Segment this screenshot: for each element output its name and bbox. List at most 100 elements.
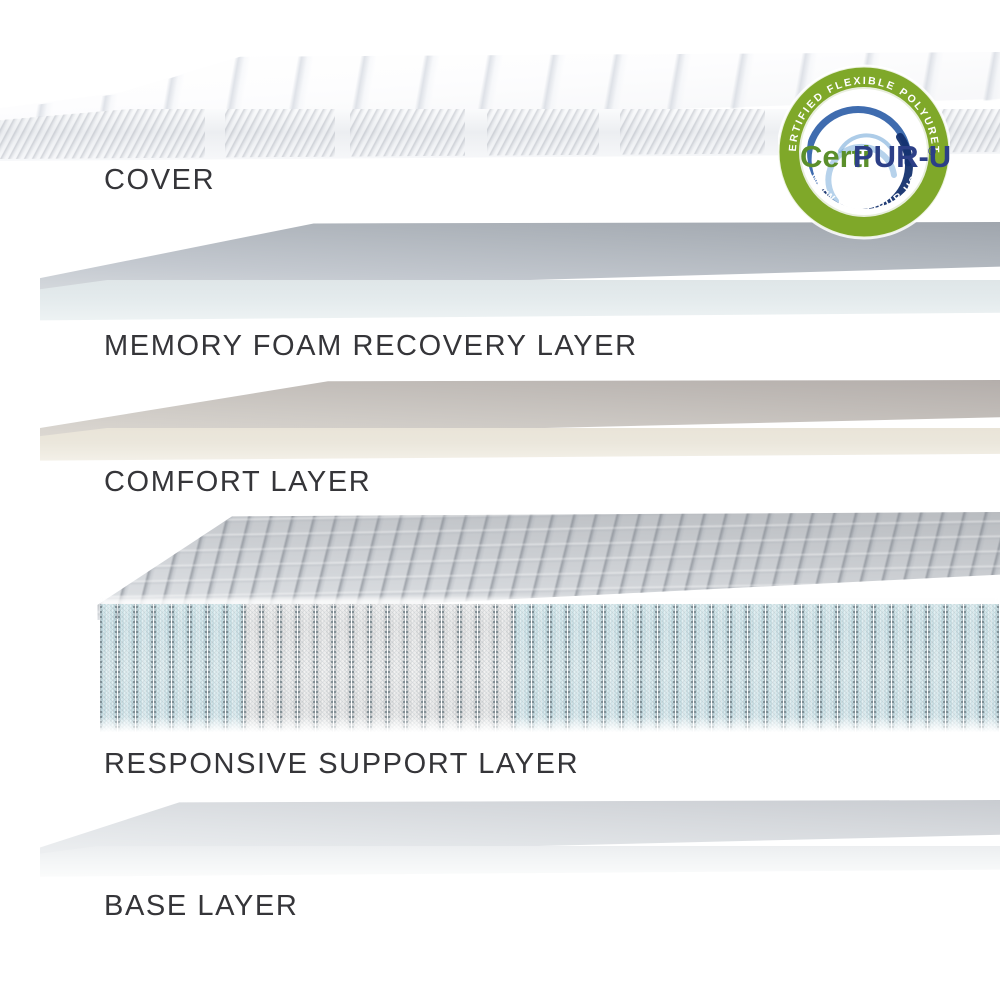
pocket-coil-edge-support	[910, 604, 927, 732]
pocket-coil-edge-support	[964, 604, 981, 732]
coil-mesh-texture	[334, 604, 351, 732]
coil-mesh-texture	[388, 604, 405, 732]
layer-label-responsive-support: RESPONSIVE SUPPORT LAYER	[104, 748, 580, 780]
coil-mesh-texture	[784, 604, 801, 732]
pocket-coil-center	[424, 604, 441, 732]
coil-seam-right	[997, 606, 999, 730]
coil-shading	[658, 604, 675, 732]
coil-mesh-texture	[208, 604, 225, 732]
coil-seam-left	[244, 606, 246, 730]
coil-seam-left	[622, 606, 624, 730]
coil-seam-right	[853, 606, 855, 730]
pocket-coil-edge-support	[694, 604, 711, 732]
pocket-coil-edge-support	[532, 604, 549, 732]
coil-seam-left	[100, 606, 102, 730]
coil-mesh-texture	[748, 604, 765, 732]
coil-shading	[478, 604, 495, 732]
pocket-coil-center	[316, 604, 333, 732]
coil-seam-right	[781, 606, 783, 730]
pocket-coil-edge-support	[820, 604, 837, 732]
coil-seam-left	[262, 606, 264, 730]
layer-label-memory-foam-recovery: MEMORY FOAM RECOVERY LAYER	[104, 330, 638, 362]
coil-seam-left	[802, 606, 804, 730]
coil-seam-right	[727, 606, 729, 730]
coil-shading	[280, 604, 297, 732]
coil-mesh-texture	[640, 604, 657, 732]
pocket-coil-center	[442, 604, 459, 732]
coil-seam-right	[169, 606, 171, 730]
coil-mesh-texture	[442, 604, 459, 732]
coil-seam-right	[565, 606, 567, 730]
coil-shading	[352, 604, 369, 732]
badge-registered-mark: ®	[928, 146, 936, 158]
coil-seam-left	[424, 606, 426, 730]
coil-seam-right	[907, 606, 909, 730]
pocket-coil-edge-support	[190, 604, 207, 732]
coil-seam-left	[172, 606, 174, 730]
coil-seam-right	[691, 606, 693, 730]
coil-seam-left	[568, 606, 570, 730]
cover-quilt-panel	[0, 109, 205, 159]
pocket-coil-edge-support	[568, 604, 585, 732]
coil-seam-right	[385, 606, 387, 730]
coil-seam-right	[979, 606, 981, 730]
coil-mesh-texture	[100, 604, 117, 732]
coil-mesh-texture	[946, 604, 963, 732]
pocket-coil-edge-support	[928, 604, 945, 732]
coil-shading	[442, 604, 459, 732]
coil-seam-left	[856, 606, 858, 730]
coil-mesh-texture	[424, 604, 441, 732]
coil-seam-left	[226, 606, 228, 730]
coil-seam-left	[478, 606, 480, 730]
layer-comfort-illustration	[40, 380, 1000, 462]
pocket-coil-center	[496, 604, 513, 732]
badge-wordmark-purus: PUR-US	[853, 139, 950, 174]
coil-seam-right	[349, 606, 351, 730]
coil-seam-left	[694, 606, 696, 730]
pocket-coil-edge-support	[118, 604, 135, 732]
coil-mesh-texture	[352, 604, 369, 732]
coil-shading	[496, 604, 513, 732]
pocket-coil-center	[352, 604, 369, 732]
coil-shading	[748, 604, 765, 732]
coil-shading	[388, 604, 405, 732]
pocket-coil-edge-support	[604, 604, 621, 732]
coil-shading	[766, 604, 783, 732]
coil-shading	[820, 604, 837, 732]
pocket-coil-center	[244, 604, 261, 732]
pocket-coil-edge-support	[100, 604, 117, 732]
coil-seam-left	[658, 606, 660, 730]
coil-seam-left	[316, 606, 318, 730]
pocket-coil-center	[478, 604, 495, 732]
pocket-coil-edge-support	[712, 604, 729, 732]
pocket-coil-edge-support	[766, 604, 783, 732]
coil-mesh-texture	[226, 604, 243, 732]
coil-mesh-texture	[694, 604, 711, 732]
coil-seam-right	[799, 606, 801, 730]
coil-shading	[424, 604, 441, 732]
pocket-coil-center	[406, 604, 423, 732]
coil-seam-right	[673, 606, 675, 730]
coil-seam-right	[709, 606, 711, 730]
coil-seam-left	[874, 606, 876, 730]
coil-seam-left	[460, 606, 462, 730]
coil-seam-right	[745, 606, 747, 730]
coil-seam-left	[442, 606, 444, 730]
coil-seam-left	[784, 606, 786, 730]
coil-seam-right	[115, 606, 117, 730]
pocket-coil-center	[370, 604, 387, 732]
coil-shading	[118, 604, 135, 732]
coil-mesh-texture	[244, 604, 261, 732]
coil-shading	[172, 604, 189, 732]
coil-seam-right	[457, 606, 459, 730]
coil-shading	[406, 604, 423, 732]
pocket-coil-edge-support	[154, 604, 171, 732]
pocket-coil-edge-support	[946, 604, 963, 732]
layer-label-cover: COVER	[104, 164, 216, 196]
coil-seam-right	[547, 606, 549, 730]
pocket-coil-edge-support	[208, 604, 225, 732]
base-front-face	[40, 846, 1000, 877]
coil-seam-right	[655, 606, 657, 730]
coil-seam-left	[118, 606, 120, 730]
coil-seam-left	[370, 606, 372, 730]
